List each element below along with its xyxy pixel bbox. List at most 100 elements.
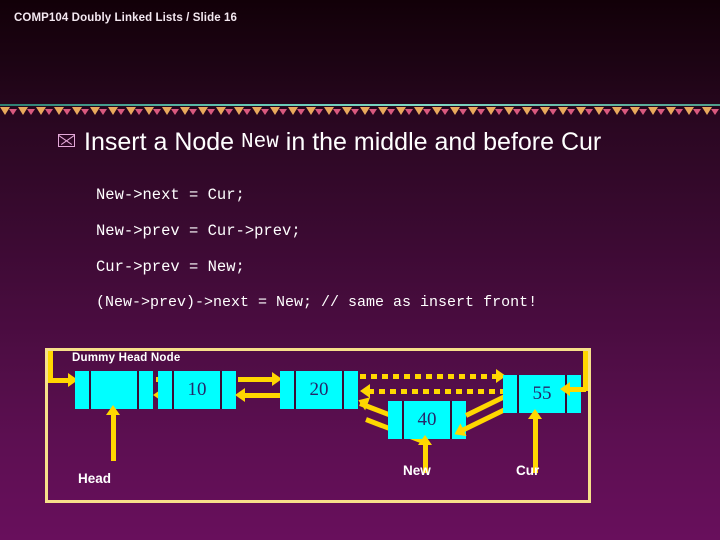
divider-triangle [468,107,478,115]
old-link-20-to-55 [360,374,500,379]
divider-triangle [333,109,341,115]
divider-triangle [288,107,298,115]
dummy-head-node-label: Dummy Head Node [72,352,181,364]
divider-triangle [0,107,10,115]
divider-triangle [594,107,604,115]
pointer-label-cur: Cur [516,463,540,478]
divider-triangle [216,107,226,115]
divider-triangle [180,107,190,115]
divider-triangle [18,107,28,115]
divider-triangle [495,109,503,115]
divider-triangle [81,109,89,115]
divider-triangle [369,109,377,115]
divider-triangle [117,109,125,115]
divider-triangle [63,109,71,115]
dummy-prev-cell [75,371,91,409]
divider-line [0,104,720,106]
cur-wrap-line-h [568,387,586,392]
divider-triangle [378,107,388,115]
divider-triangle [639,109,647,115]
head-pointer-line-h [48,378,70,383]
code-line-3: Cur->prev = New; [96,258,245,276]
divider-triangle [351,109,359,115]
divider-triangle [450,107,460,115]
divider-triangle [486,107,496,115]
node-40: 40 [388,401,466,439]
divider-triangle [261,109,269,115]
divider-triangle [126,107,136,115]
divider-triangle [621,109,629,115]
divider-triangle [630,107,640,115]
divider-triangle [387,109,395,115]
head-riser-arrowhead [106,405,120,415]
cur-wrap-line-v [583,351,588,391]
node-40-next-cell [450,401,466,439]
dummy-head-node [75,371,153,409]
divider-triangle [423,109,431,115]
decorative-divider [0,104,720,126]
old-link-55-to-20-arrowhead [360,384,370,398]
arrowhead-20-to-10 [235,388,245,402]
envelope-bullet-icon [58,134,75,147]
divider-triangle [9,109,17,115]
divider-triangle [477,109,485,115]
divider-triangle [315,109,323,115]
dummy-data-cell [91,371,137,409]
pointer-label-new: New [403,463,431,478]
divider-triangle [693,109,701,115]
divider-triangle [306,107,316,115]
divider-triangle [144,107,154,115]
code-line-2: New->prev = Cur->prev; [96,222,301,240]
arrow-20-to-10 [243,393,281,398]
divider-triangle [531,109,539,115]
new-riser-arrowhead [418,435,432,445]
divider-triangle [234,107,244,115]
divider-triangle [198,107,208,115]
divider-triangle [396,107,406,115]
divider-triangle-row [0,107,720,119]
divider-triangle [72,107,82,115]
divider-triangle [189,109,197,115]
divider-triangle [675,109,683,115]
linked-list-diagram: 10 20 40 [45,348,591,503]
pointer-label-head: Head [78,471,112,486]
divider-triangle [45,109,53,115]
divider-triangle [648,107,658,115]
head-pointer-line-v [48,351,53,381]
node-40-prev-cell [388,401,404,439]
divider-triangle [432,107,442,115]
divider-triangle [513,109,521,115]
divider-triangle [324,107,334,115]
old-link-20-to-55-arrowhead [496,369,506,383]
header-title: COMP104 Doubly Linked Lists / Slide 16 [14,12,237,24]
divider-triangle [549,109,557,115]
divider-triangle [135,109,143,115]
node-55-data-cell: 55 [532,383,552,404]
divider-triangle [459,109,467,115]
old-link-55-to-20 [368,389,508,394]
head-riser-line [111,413,116,461]
divider-triangle [342,107,352,115]
divider-triangle [441,109,449,115]
divider-triangle [279,109,287,115]
node-20-next-cell [342,371,358,409]
node-10-data-cell: 10 [187,379,207,400]
title-part2: in the middle and before Cur [278,128,602,156]
divider-triangle [666,107,676,115]
divider-triangle [270,107,280,115]
node-10-next-cell [220,371,236,409]
node-20-data-cell: 20 [309,379,329,400]
divider-triangle [567,109,575,115]
divider-triangle [603,109,611,115]
divider-triangle [252,107,262,115]
divider-triangle [99,109,107,115]
cur-wrap-arrowhead [560,382,570,396]
divider-triangle [702,107,712,115]
divider-triangle [225,109,233,115]
divider-triangle [522,107,532,115]
code-line-1: New->next = Cur; [96,186,245,204]
divider-triangle [243,109,251,115]
divider-triangle [684,107,694,115]
divider-triangle [360,107,370,115]
